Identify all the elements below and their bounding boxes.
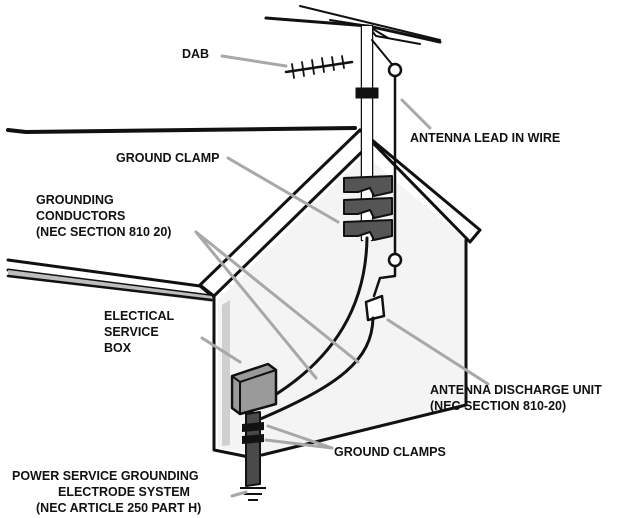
mast-top-bracket: [355, 87, 379, 99]
lead-in-standoff-top: [387, 62, 403, 78]
conductor-from-discharge-unit: [256, 316, 375, 422]
label-dab: DAB: [182, 47, 209, 61]
label-ground-clamp: GROUND CLAMP: [116, 151, 219, 165]
electrode-clamp-1: [242, 422, 264, 432]
label-ground-clamps: GROUND CLAMPS: [334, 445, 446, 459]
antenna-element-1: [299, 5, 441, 41]
label-grounding-conductors-2: CONDUCTORS: [36, 209, 125, 223]
leader-discharge-unit: [386, 318, 490, 386]
label-discharge-unit-2: (NEC SECTION 810-20): [430, 399, 566, 413]
dab-antenna-boom: [284, 60, 354, 74]
house: [6, 126, 482, 460]
leader-lines: [194, 54, 490, 498]
antenna-assembly: [264, 5, 442, 322]
service-and-electrode: [230, 362, 278, 501]
label-antenna-lead-in-wire: ANTENNA LEAD IN WIRE: [410, 131, 560, 145]
lead-in-wire: [372, 74, 397, 298]
leader-ground-clamp: [226, 156, 340, 224]
mast-ground-clamp-2: [343, 197, 393, 219]
antenna-boom: [264, 16, 442, 44]
gable-right-slope: [358, 128, 482, 244]
label-discharge-unit-1: ANTENNA DISCHARGE UNIT: [430, 383, 602, 397]
roof-left-back-eave: [6, 126, 357, 134]
house-right-corner: [260, 238, 468, 457]
mast-ground-clamp-1: [343, 175, 393, 197]
electrode-clamp-2: [242, 434, 264, 444]
label-service-box-2: SERVICE: [104, 325, 159, 339]
front-wall-fill: [218, 155, 466, 455]
leader-ground-clamps-1: [266, 424, 334, 450]
leader-grounding-conductors-2: [194, 230, 360, 364]
label-grounding-conductors-3: (NEC SECTION 810 20): [36, 225, 171, 239]
leader-electrode: [230, 490, 248, 498]
wall-shade: [222, 300, 230, 446]
conductor-from-mast: [256, 236, 369, 407]
leader-ground-clamps-2: [264, 438, 334, 450]
label-service-box-1: ELECTICAL: [104, 309, 175, 323]
leader-grounding-conductors-1: [194, 230, 318, 380]
labels: DAB GROUND CLAMP ANTENNA LEAD IN WIRE GR…: [12, 47, 602, 515]
label-grounding-conductors-1: GROUNDING: [36, 193, 114, 207]
leader-dab: [220, 54, 288, 68]
electrode-ground-symbol: [240, 487, 266, 501]
lead-in-standoff-bottom: [387, 252, 403, 268]
left-wing-wall: [6, 274, 214, 302]
leader-lead-in-wire: [400, 98, 432, 130]
leader-service-box: [200, 336, 242, 364]
label-power-grounding-2: ELECTRODE SYSTEM: [58, 485, 190, 499]
label-power-grounding-1: POWER SERVICE GROUNDING: [12, 469, 199, 483]
mast-fill: [362, 26, 372, 240]
label-power-grounding-3: (NEC ARTICLE 250 PART H): [36, 501, 201, 515]
electrical-service-box: [230, 362, 278, 416]
service-box-front: [231, 369, 277, 414]
dab-antenna-elements: [291, 55, 345, 79]
label-service-box-3: BOX: [104, 341, 132, 355]
mast-brace: [371, 39, 396, 69]
antenna-discharge-unit: [364, 294, 386, 322]
mast-ground-clamp-3: [343, 219, 393, 241]
